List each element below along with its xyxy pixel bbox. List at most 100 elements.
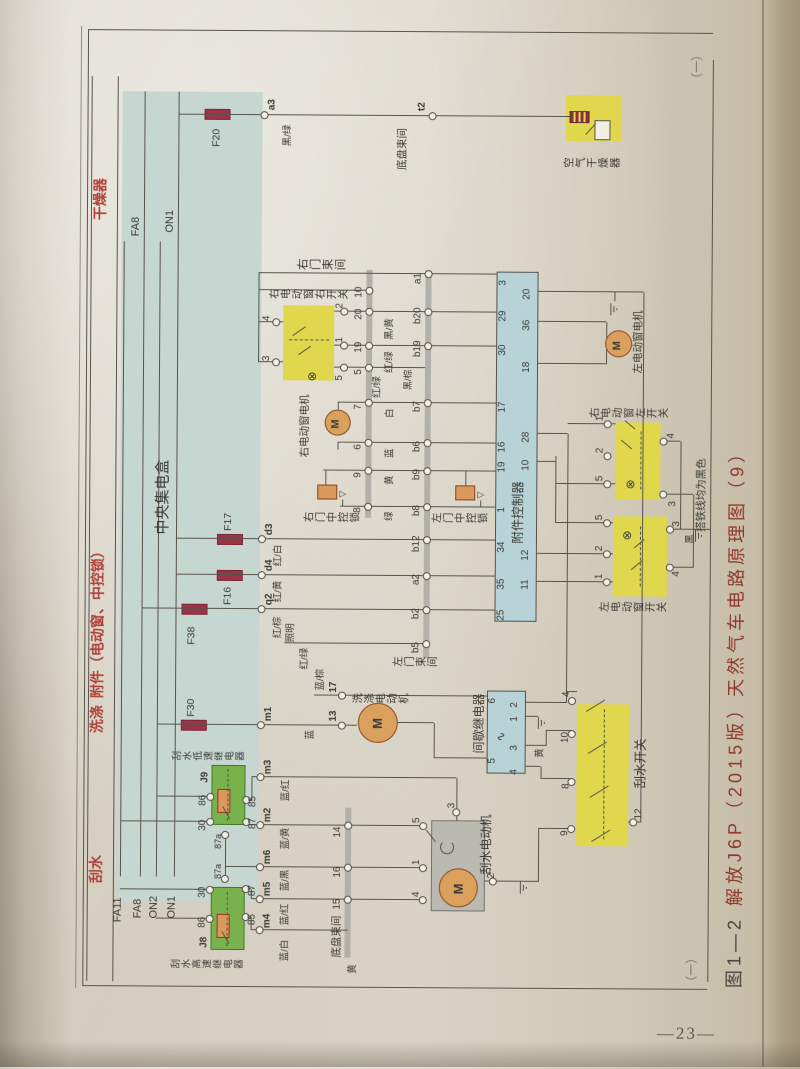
diagram-label: M: [369, 717, 385, 729]
diagram-label: 87a: [213, 833, 224, 849]
diagram-label: ∿: [493, 731, 508, 742]
diagram-label: 29: [497, 310, 509, 322]
connector-pin: [659, 437, 668, 446]
diagram-label: 35: [495, 578, 507, 590]
diagram-label: 19: [353, 341, 365, 353]
diagram-label: FA8: [131, 898, 144, 919]
wire: [433, 757, 487, 759]
diagram-label: 刮水: [87, 855, 105, 884]
diagram-label: 15: [331, 898, 343, 910]
diagram-label: b12: [410, 535, 422, 553]
connector-pin: [424, 308, 433, 317]
diagram-label: ON2: [147, 895, 160, 919]
connector-pin: [344, 821, 353, 830]
wire: [565, 115, 572, 118]
diagram-label: 黄: [347, 964, 359, 974]
diagram-label: ⊗: [304, 371, 319, 382]
diagram-label: 右电动窗右开关: [268, 288, 349, 301]
wire: [431, 311, 497, 313]
wire: [538, 362, 607, 365]
wire: [680, 441, 682, 530]
wire: [538, 320, 607, 323]
wire: [540, 777, 572, 780]
wire: [614, 292, 616, 302]
diagram-label: m5: [261, 881, 273, 897]
connector-pin: [418, 896, 427, 905]
diagram-label: F38: [185, 626, 198, 645]
diagram-label: 6: [486, 697, 498, 704]
diagram-label: 30: [196, 886, 208, 898]
connector-pin: [364, 502, 373, 511]
diagram-label: b7: [411, 400, 423, 413]
diagram-label: 2: [593, 545, 605, 552]
connector-pin: [260, 111, 269, 120]
wire: [538, 290, 644, 293]
dryer-valve-box: [594, 120, 611, 141]
diagram-label: 右门中控锁: [303, 511, 361, 524]
diagram-label: 3: [497, 280, 509, 286]
diagram-label: 右电动窗左开关: [588, 407, 670, 420]
diagram-label: 10: [559, 731, 571, 744]
connector-pin: [423, 467, 432, 476]
diagram-label: 绿: [384, 511, 396, 521]
wire: [429, 539, 495, 541]
figure-title: 解放J6P（2015版）天然气车电路原理图（9）: [724, 440, 748, 907]
wire: [430, 402, 496, 404]
fuse-f30: [180, 719, 207, 731]
diagram-label: 87: [247, 817, 259, 830]
diagram-label: 8: [560, 783, 572, 790]
diagram-label: ⊗: [623, 479, 638, 490]
diagram-label: 86: [197, 794, 209, 806]
diagram-label: 4: [508, 769, 520, 775]
wire: [545, 730, 547, 746]
diagram-label: FA8: [129, 216, 142, 237]
diagram-label: 16: [331, 866, 343, 878]
wire: [325, 470, 327, 485]
connector-pin: [666, 525, 675, 534]
wire: [337, 402, 339, 410]
diagram-label: m6: [261, 849, 274, 865]
diagram-label: 黄: [384, 475, 396, 485]
diagram-label: 9: [559, 830, 571, 837]
wire: [88, 28, 714, 34]
connector-pin: [364, 398, 373, 407]
diagram-label: 5: [594, 514, 606, 521]
diagram-label: 2: [334, 303, 346, 309]
diagram-label: 干燥器: [91, 178, 109, 221]
connector-pin: [272, 358, 281, 367]
wire: [337, 442, 339, 450]
wire: [525, 765, 541, 767]
diagram-label: 25: [495, 609, 507, 621]
fuse-f38: [181, 603, 208, 615]
connector-pin: [488, 877, 497, 886]
connector-pin: [629, 818, 638, 827]
wire: [429, 609, 495, 611]
diagram-label: a3: [266, 99, 278, 111]
connector-pin: [422, 640, 431, 649]
chassis-harness-bus: [344, 807, 352, 958]
connector-pin: [567, 697, 577, 706]
diagram-label: 红/棕: [272, 616, 284, 639]
diagram-label: 6: [352, 444, 364, 450]
diagram-label: 右门束间: [296, 259, 347, 272]
diagram-label: 底盘束间: [330, 915, 343, 958]
connector-pin: [422, 606, 431, 615]
diagram-label: 5: [411, 817, 423, 824]
connector-pin: [257, 571, 266, 580]
wire: [372, 366, 426, 369]
diagram-label: b20: [412, 307, 424, 325]
diagram-label: 刮水低速继电器: [171, 751, 246, 764]
wire: [430, 470, 466, 472]
figure-number: 图1—2: [724, 915, 745, 989]
connector-pin: [257, 535, 266, 544]
connector-pin: [255, 895, 264, 904]
connector-pin: [659, 490, 668, 499]
diagram-label: 左电动窗开关: [598, 601, 668, 614]
connector-pin: [602, 550, 611, 559]
diagram-label: FA11: [111, 897, 124, 923]
diagram-label: 85: [247, 795, 259, 808]
connector-pin: [343, 895, 352, 904]
diagram-label: 9: [352, 472, 364, 478]
diagram-label: 2: [594, 447, 606, 454]
